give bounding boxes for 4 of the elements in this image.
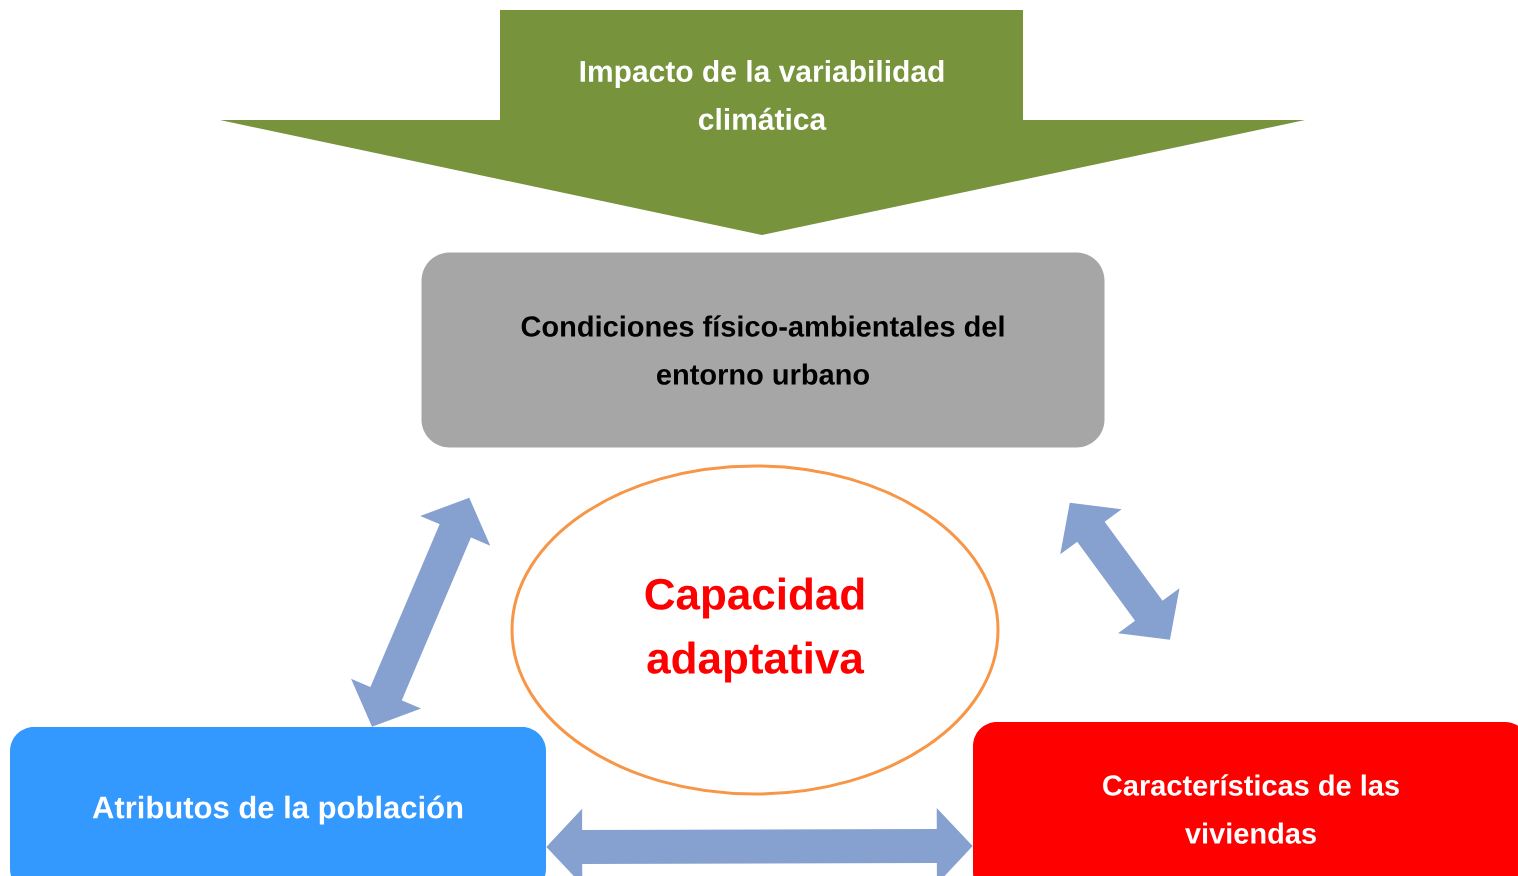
rounded-box: Características de las viviendas: [973, 722, 1518, 876]
rounded-box: Condiciones físico-ambientales del entorno urbano: [421, 252, 1105, 448]
arrow-banner: Impacto de la variabilidad climática: [220, 10, 1305, 235]
rounded-box: Atributos de la población: [10, 727, 546, 876]
